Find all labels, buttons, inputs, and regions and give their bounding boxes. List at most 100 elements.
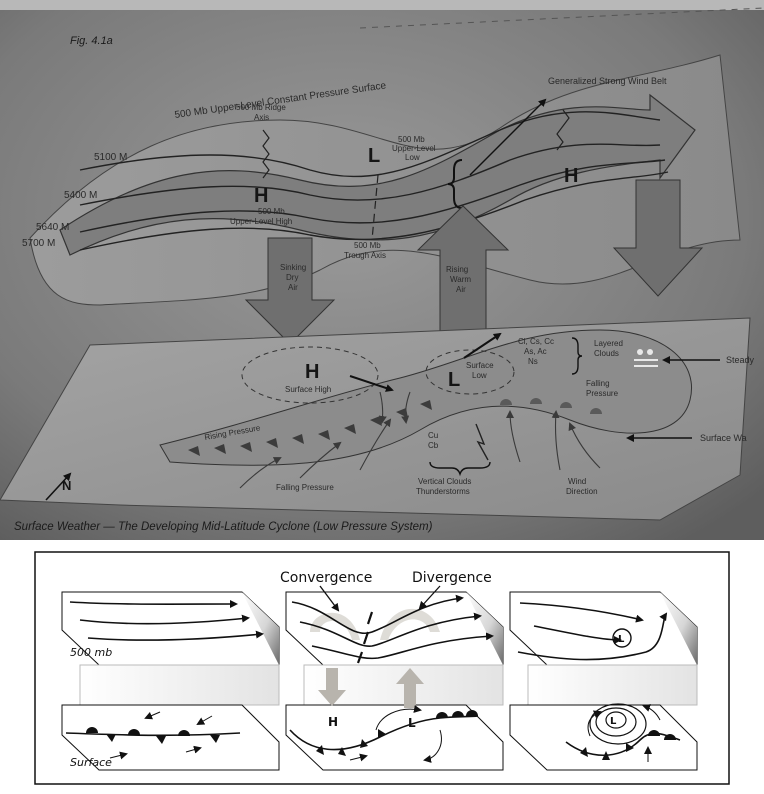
panel-1-surface-winds [109,711,213,760]
lightning-symbol [475,423,489,461]
surface-low-label-1: Surface [466,361,494,370]
steady-label: Steady [726,355,755,365]
ridge-axis-line-right [556,109,570,151]
layered-clouds-label-2: Clouds [594,349,619,358]
trough-axis-label-1: 500 Mb [354,241,381,250]
upper-low-label-2: Upper-Level [392,144,436,153]
surface-wind-arrows [239,391,601,489]
divergence-label: Divergence [412,570,492,586]
upper-low-label-1: 500 Mb [398,135,425,144]
sinking-air-label-1: Sinking [280,263,306,272]
frontal-zone [159,329,692,466]
height-5700-label: 5700 M [22,238,55,249]
wind-belt-brace [447,159,463,209]
panel-3-upper-low-circle [612,628,632,648]
cold-front-barbs [188,400,432,456]
upper-low-label-3: Low [405,153,420,162]
contour-5700 [79,171,669,251]
page-top-strip [0,0,764,10]
panel-2-front-symbols [316,710,478,756]
ridge-axis-label-2: Axis [254,113,269,122]
fig-label: Fig. 4.1a [70,35,113,47]
surface-low-pointer [463,332,502,359]
upper-high-letter: H [254,185,268,207]
upper-low-letter: L [368,145,380,167]
panel-3-upper-shading [660,592,697,665]
surface-high-label: Surface High [285,385,331,394]
steady-rain-symbol [634,349,658,367]
panel-2-low-letter: L [408,716,416,730]
rising-air-label-1: Rising [446,265,468,274]
upper-high-right-letter: H [564,165,578,187]
height-5640-label: 5640 M [36,222,69,233]
panel-1-front-symbols [86,727,220,744]
ridge-axis-line [262,129,270,179]
wind-belt-pointer [469,98,547,176]
cyclone-development-diagram: 500 mb Surface [34,551,730,785]
panel-2-trough-axis [356,611,374,664]
tear-line [359,7,764,29]
falling-pressure-right-2: Pressure [586,389,619,398]
textbook-photo: Fig. 4.1a 500 Mb Upper-Level Constant Pr… [0,0,764,540]
surface-low-label-2: Low [472,371,487,380]
wind-direction-label-2: Direction [566,487,598,496]
trough-axis-line [371,174,379,241]
panel-1-500mb-label: 500 mb [70,646,112,659]
panel-2-upper-shading [466,592,503,665]
contour-5100 [79,111,661,178]
panel-1-streamlines [69,600,264,641]
panel-1-front-line [65,732,241,737]
sinking-air-arrow [244,237,336,345]
sinking-air-arrow-panel-2 [318,668,346,706]
north-arrow [45,472,72,501]
panel-3-surface-winds [587,704,661,762]
panel-2-high-letter: H [328,715,338,729]
cloud-types-label-1: Ci, Cs, Cc [518,337,554,346]
trough-axis-label-2: Trough Axis [344,251,386,260]
panel-1-vertical-wall [79,664,280,706]
sinking-air-label-2: Dry [286,273,298,282]
surface-low-letter: L [448,369,460,391]
panel-3-surface-low-letter: L [610,716,617,727]
cb-label: Cb [428,441,439,450]
falling-pressure-right-1: Falling [586,379,610,388]
ridge-axis-label-1: 500 Mb Ridge [236,103,286,112]
strong-wind-belt-arrow [59,93,696,256]
upper-high-label-1: 500 Mb [258,207,285,216]
panel-3-front-symbols [580,730,676,760]
wind-belt-label: Generalized Strong Wind Belt [548,76,667,86]
cloud-types-label-2: As, Ac [524,347,547,356]
falling-pressure-left-label: Falling Pressure [276,483,334,492]
surface-high-letter: H [305,361,319,383]
panel-3-vertical-wall [527,664,698,706]
divergence-flow-band [380,608,440,640]
cloud-types-brace [571,337,583,375]
north-label: N [62,478,71,493]
contour-5400 [79,143,661,206]
cu-label: Cu [428,431,438,440]
panel-2-streamlines [291,594,494,660]
rising-air-label-3: Air [456,285,466,294]
thunderstorms-label: Thunderstorms [416,487,470,496]
panel-1-surface-label: Surface [70,756,112,769]
wind-direction-label-1: Wind [568,477,586,486]
height-5100-label: 5100 M [94,152,127,163]
surface-low-circulation [425,349,515,395]
convergence-label: Convergence [280,570,372,586]
descending-air-arrow-right [612,179,704,297]
surface-high-pointer [349,375,394,392]
warm-front-bumps [500,398,602,414]
panel-3: L L [509,591,698,771]
divergence-pointer [418,585,441,610]
rising-air-arrow-panel-2 [396,668,424,708]
panel-2: Convergence Divergence H L [280,570,504,771]
surface-warm-label: Surface Wa [700,433,747,443]
panel-1-surface-plane [61,704,280,771]
surface-high-circulation [241,346,379,404]
convergence-flow-band [310,612,360,640]
panel-2-surface-winds [349,704,442,763]
panel-1: 500 mb Surface [61,591,280,771]
photo-caption: Surface Weather — The Developing Mid-Lat… [14,521,433,533]
